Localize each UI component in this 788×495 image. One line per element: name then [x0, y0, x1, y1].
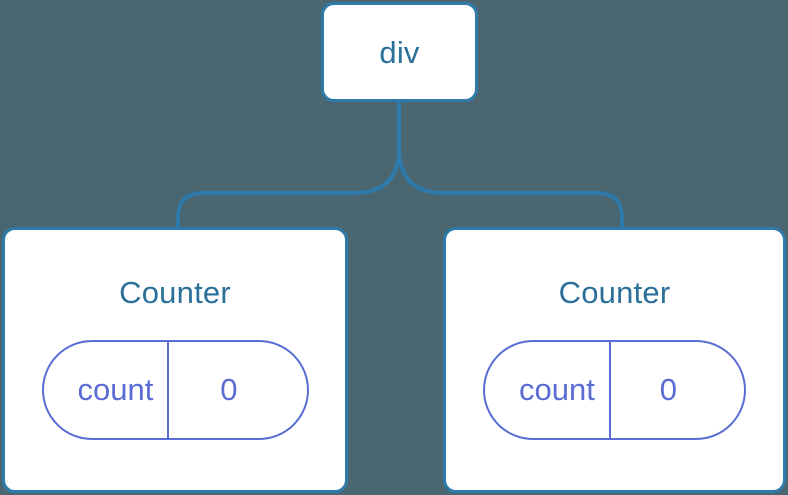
pill-divider — [167, 342, 170, 438]
node-counter-1[interactable]: Counter count 0 — [443, 227, 786, 493]
node-counter-0-state-pill[interactable]: count 0 — [41, 340, 309, 440]
node-counter-1-title: Counter — [558, 275, 671, 310]
edge-to-counter-0 — [176, 102, 401, 230]
node-counter-0-state-value: 0 — [220, 372, 238, 407]
node-counter-1-state-value: 0 — [659, 372, 678, 407]
node-counter-1-state-key: count — [519, 372, 595, 407]
node-counter-0-state-key: count — [77, 372, 154, 407]
edge-to-counter-1 — [397, 102, 624, 230]
node-counter-1-state-pill[interactable]: count 0 — [483, 340, 746, 440]
node-div-label: div — [379, 34, 420, 70]
pill-divider — [608, 342, 611, 438]
node-counter-0-title: Counter — [119, 275, 231, 310]
node-div[interactable]: div — [321, 2, 478, 102]
node-counter-0[interactable]: Counter count 0 — [2, 227, 348, 493]
